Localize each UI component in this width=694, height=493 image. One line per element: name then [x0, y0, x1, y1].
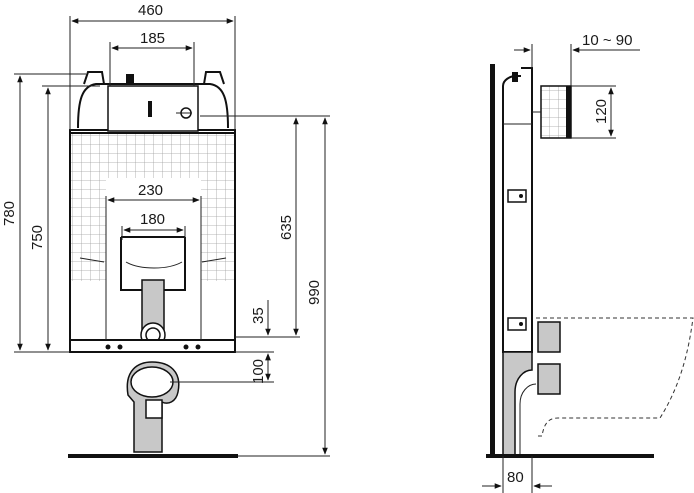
bolt-dot — [519, 194, 523, 198]
side-bend — [502, 351, 533, 457]
side-view: 10 ~ 90 120 80 — [482, 32, 694, 493]
foot-bolt — [183, 344, 189, 350]
dim-cistern-width: 185 — [140, 30, 165, 47]
dim-flush-height: 635 — [278, 215, 295, 240]
cistern-body — [77, 83, 229, 129]
side-bolt-lower — [507, 317, 527, 331]
wall-panel — [490, 64, 495, 456]
dim-depth-adjust: 10 ~ 90 — [582, 32, 632, 49]
dim-inner-width: 230 — [138, 182, 163, 199]
side-bolt-upper — [507, 189, 527, 203]
dim-outlet-height: 100 — [250, 359, 267, 384]
dim-bracket-width: 180 — [140, 211, 165, 228]
side-outlet-upper — [537, 321, 561, 353]
dim-height-total: 780 — [1, 201, 18, 226]
foot-bolt — [195, 344, 201, 350]
left-handle — [83, 71, 105, 85]
dim-depth: 80 — [507, 469, 524, 486]
side-bend-inner — [519, 383, 537, 456]
support-bracket — [120, 236, 186, 291]
front-view: 460 185 230 180 780 750 635 — [1, 2, 330, 458]
dim-width-total: 460 — [138, 2, 163, 19]
frame-column — [502, 67, 533, 353]
outlet-clamp — [145, 399, 163, 419]
foot-bolt — [105, 344, 111, 350]
right-slope-line — [201, 257, 227, 263]
dim-floor-height: 990 — [306, 280, 323, 305]
flush-box-front — [566, 86, 571, 138]
right-handle — [203, 71, 225, 85]
flush-slot — [148, 101, 152, 117]
dim-height-frame: 750 — [29, 225, 46, 250]
outlet-bend-mouth — [130, 366, 174, 398]
bottom-rail — [69, 339, 236, 353]
bolt-dot — [519, 322, 523, 326]
side-inlet — [512, 72, 518, 82]
water-inlet — [126, 74, 134, 84]
foot-bolt — [117, 344, 123, 350]
bracket-curve — [125, 261, 183, 269]
left-slope-line — [79, 257, 105, 263]
side-outlet-lower — [537, 363, 561, 395]
dim-outlet-offset: 35 — [250, 307, 267, 324]
dim-box-height: 120 — [593, 99, 610, 124]
